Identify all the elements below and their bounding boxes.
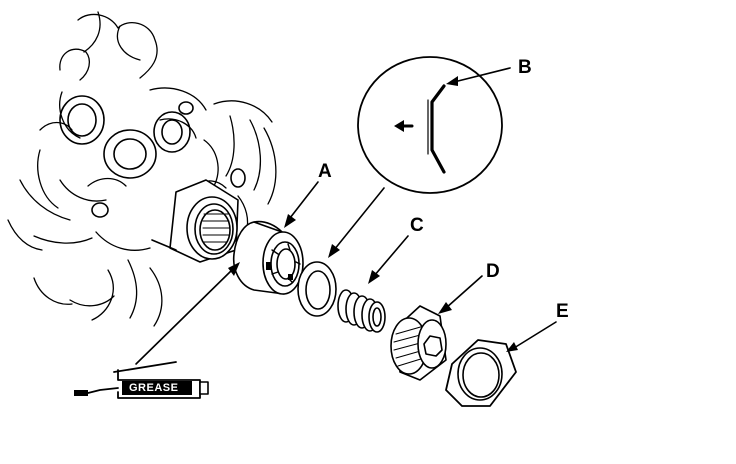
housing-bore [152,180,238,262]
part-b-washer [298,262,336,316]
callout-label-c: C [410,215,424,236]
grease-gun [74,362,208,398]
part-b-detail-view [358,57,502,193]
part-d-plug [391,306,446,380]
callout-label-b: B [518,57,532,78]
leader-lines [136,68,556,364]
part-a-sleeve [234,222,303,294]
callout-label-e: E [556,301,569,322]
part-c-spring [338,290,385,332]
left-arrow-icon-head [394,120,404,132]
part-e-hex-nut [446,340,516,406]
grease-label: GREASE [129,382,179,394]
callout-label-d: D [486,261,500,282]
callout-label-a: A [318,161,332,182]
